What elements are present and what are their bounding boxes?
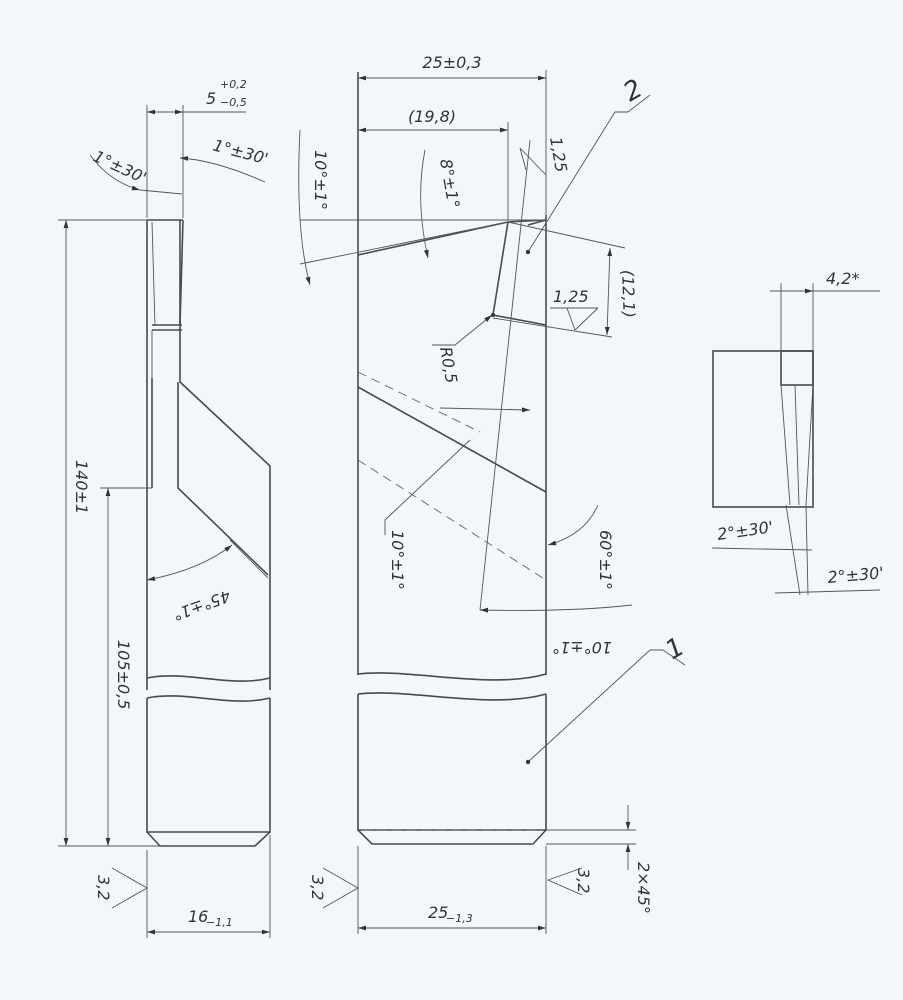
roughness-mid: 3,2 (308, 875, 327, 900)
dim-length-105: 105±0,5 (114, 640, 133, 709)
dim-thickness-upper: +0,2 (220, 78, 247, 91)
dim-width-total: 25±0,3 (422, 53, 481, 72)
dim-angle-top-right: 1°±30' (211, 136, 270, 169)
dim-angle-45: 45°±1° (170, 586, 233, 624)
dim-width-16-tol: −1,1 (206, 916, 233, 929)
dim-radius: R0,5 (436, 345, 461, 384)
dim-chamfer: 2×45° (634, 862, 653, 914)
leader-label-2: 2 (619, 74, 648, 108)
dim-angle-bottom: 10°±1° (552, 638, 612, 657)
dim-edge-top: 1,25 (546, 135, 571, 173)
front-view (299, 72, 547, 845)
dim-angle-right-1: 2°±30' (716, 517, 774, 544)
dim-angle-60: 60°±1° (596, 530, 615, 590)
side-view (146, 219, 271, 847)
dim-12-1: (12,1) (618, 269, 639, 318)
dim-thickness-lower: −0,5 (220, 96, 247, 109)
roughness-right: 3,2 (574, 868, 593, 893)
dim-width-25: 25 (428, 903, 448, 922)
end-view (712, 350, 814, 508)
dim-angle-top-left: 1°±30' (90, 146, 149, 187)
dim-angle-center: 10°±1° (388, 530, 407, 590)
dim-thickness-main: 5 (206, 89, 216, 108)
dim-angle-rake-mid: 8°±1° (436, 157, 463, 209)
leader-label-1: 1 (661, 632, 690, 666)
roughness-left: 3,2 (94, 875, 113, 900)
dim-angle-rake-left: 10°±1° (311, 150, 330, 210)
dim-length-total: 140±1 (72, 460, 91, 514)
dim-width-partial: (19,8) (408, 107, 456, 126)
dim-width-25-tol: −1,3 (446, 912, 473, 925)
dim-width-4-2: 4,2* (826, 269, 859, 288)
dim-width-16: 16 (188, 907, 208, 926)
dim-edge-mid: 1,25 (553, 287, 589, 306)
dim-angle-right-2: 2°±30' (827, 563, 885, 587)
